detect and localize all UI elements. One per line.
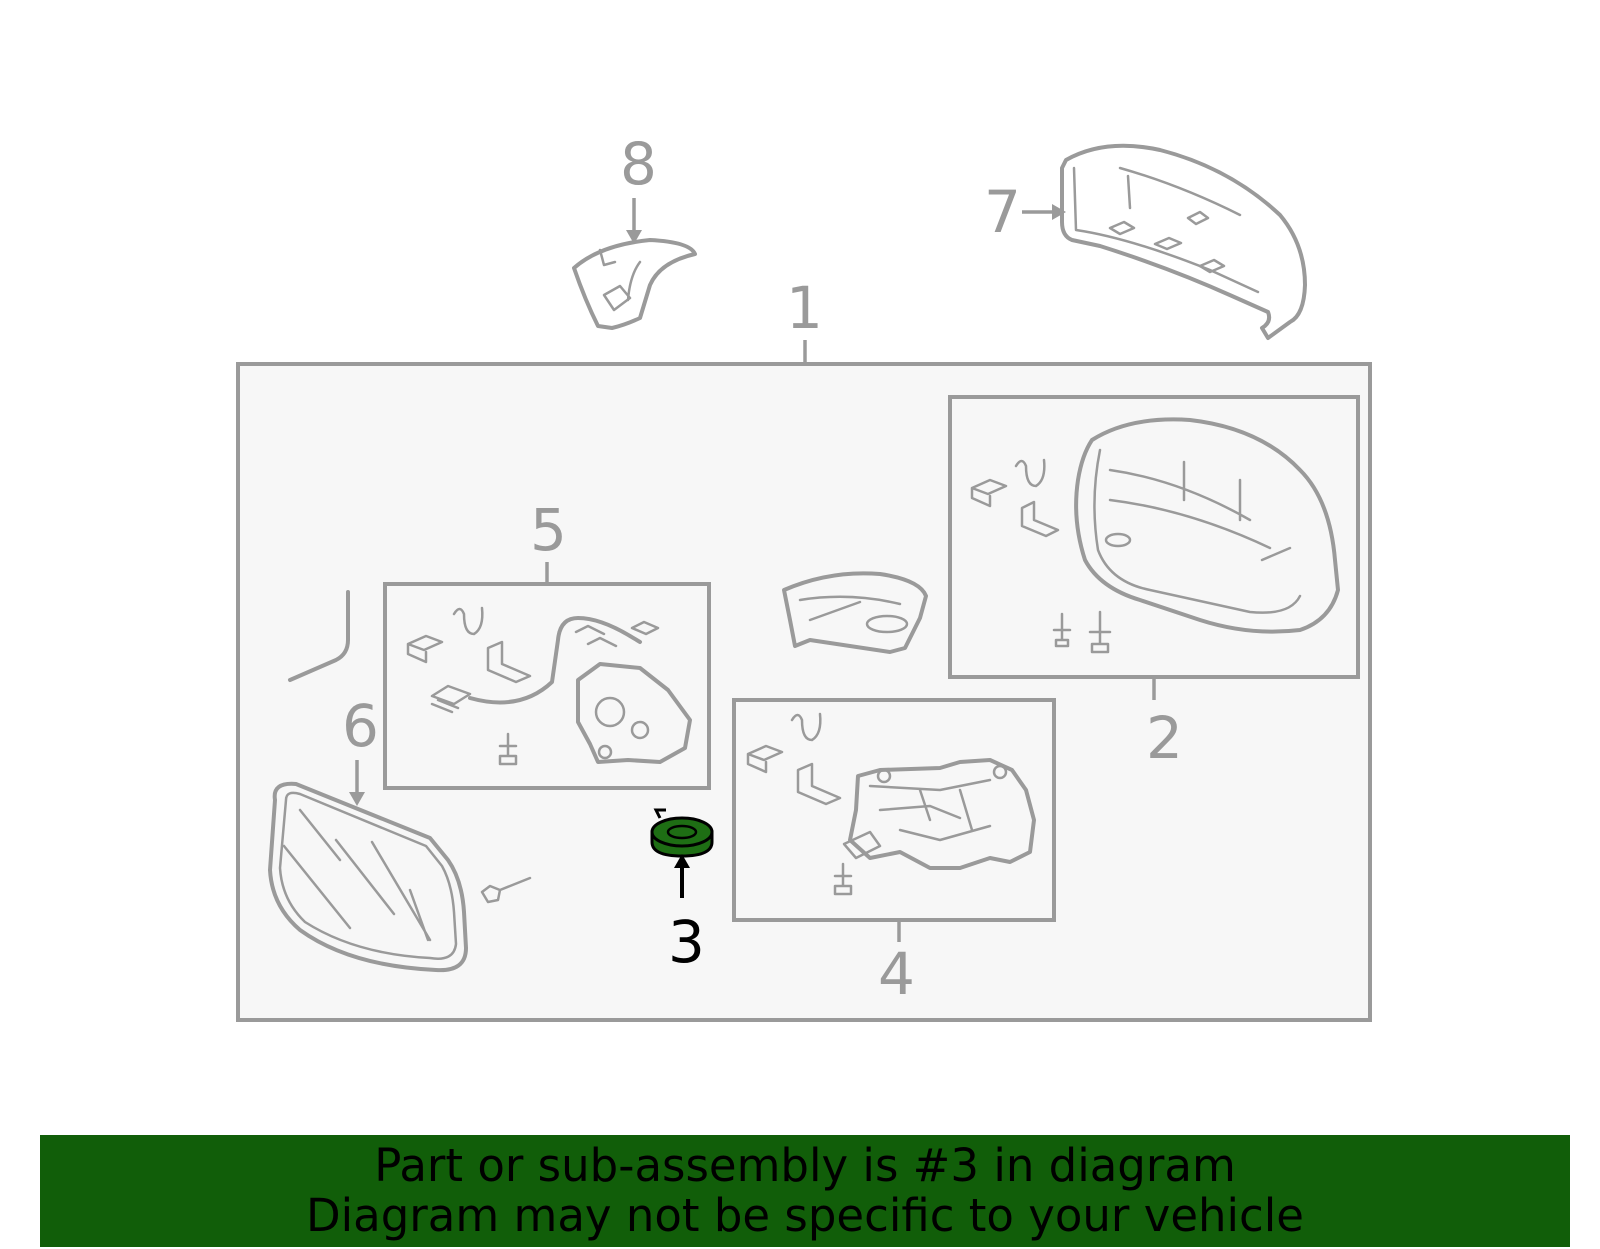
banner-line-1: Part or sub-assembly is #3 in diagram (374, 1139, 1236, 1192)
arrow-7 (1052, 204, 1066, 220)
callout-3[interactable]: 3 (668, 908, 705, 976)
arrow-8 (626, 230, 642, 244)
subassembly-2-box (948, 395, 1360, 679)
callout-2[interactable]: 2 (1146, 704, 1183, 772)
part-7-housing-cover[interactable] (1060, 143, 1307, 340)
part-5-motor-wiring[interactable] (406, 606, 692, 766)
part-2-housing[interactable] (970, 417, 1340, 654)
callout-8[interactable]: 8 (620, 130, 657, 198)
mirror-base-bracket (782, 571, 928, 654)
info-banner: Part or sub-assembly is #3 in diagram Di… (40, 1135, 1570, 1247)
part-4-actuator[interactable] (746, 712, 1036, 896)
actuator-rod (288, 590, 350, 682)
callout-4[interactable]: 4 (878, 940, 915, 1008)
callout-6[interactable]: 6 (342, 692, 379, 760)
callout-7[interactable]: 7 (984, 178, 1021, 246)
part-3-washer-highlighted[interactable] (650, 808, 714, 858)
banner-line-2: Diagram may not be specific to your vehi… (306, 1189, 1304, 1242)
part-6-mirror-glass[interactable] (268, 781, 468, 973)
callout-5[interactable]: 5 (530, 496, 567, 564)
arrow-6 (349, 792, 365, 806)
callout-1[interactable]: 1 (786, 274, 823, 342)
subassembly-4-box (732, 698, 1056, 922)
arrow-3 (674, 854, 690, 868)
part-8-cover[interactable] (572, 238, 697, 330)
screw (480, 876, 532, 904)
